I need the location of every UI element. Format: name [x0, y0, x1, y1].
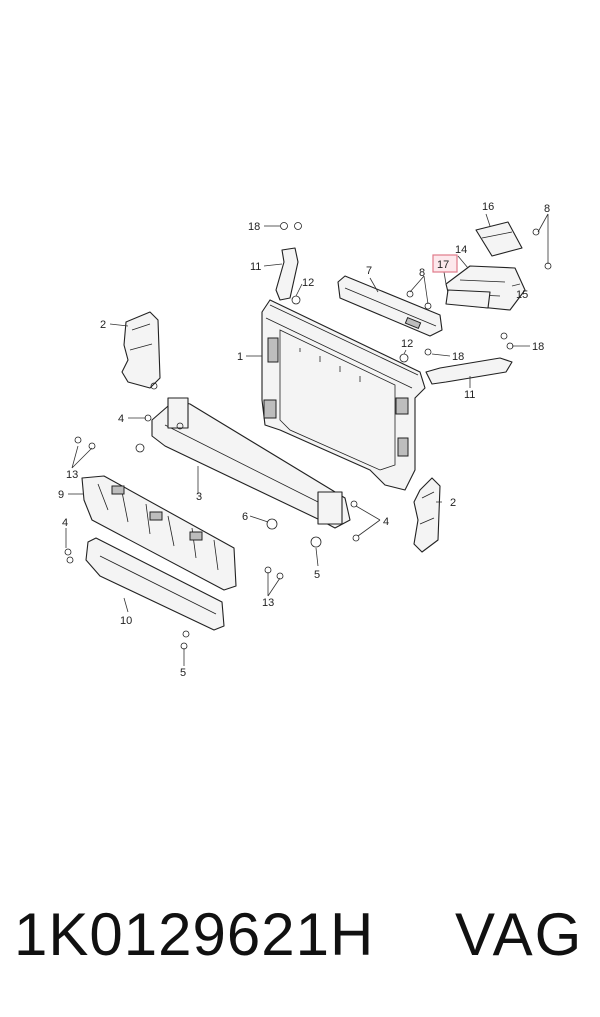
callout-18: 18 — [452, 351, 464, 363]
part-10-deflector — [85, 537, 225, 631]
part-3-reinforcement — [151, 397, 351, 529]
exploded-parts-diagram: 17 18 11 12 2 1 4 13 9 3 6 4 4 5 13 10 5… — [58, 201, 552, 679]
callout-4: 5 — [180, 667, 186, 679]
callout-2: 2 — [450, 497, 456, 509]
callout-18: 18 — [532, 341, 544, 353]
callout-17: 17 — [437, 259, 449, 271]
callout-17-highlight-box — [432, 254, 458, 273]
part-1-lock-carrier — [261, 299, 426, 491]
part-7-cross-member — [337, 275, 443, 337]
callout-7: 7 — [366, 265, 372, 277]
callout-16: 16 — [482, 201, 494, 213]
callout-6: 6 — [242, 511, 248, 523]
callout-4: 4 — [62, 517, 68, 529]
part-11-stay-right — [425, 357, 513, 385]
callout-labels: 17 18 11 12 2 1 4 13 9 3 6 4 4 5 13 10 5… — [58, 201, 550, 679]
callout-18: 18 — [248, 221, 260, 233]
callout-5: 5 — [314, 569, 320, 581]
callout-13: 13 — [66, 469, 78, 481]
brand-label: VAG — [455, 901, 584, 968]
callout-4: 4 — [118, 413, 124, 425]
part-2-bracket-right — [413, 477, 441, 553]
part-16-air-guide — [475, 221, 523, 257]
callout-2: 2 — [100, 319, 106, 331]
part-2-bracket-left — [121, 311, 161, 390]
part-14-air-duct — [445, 265, 526, 311]
callout-10: 10 — [120, 615, 132, 627]
part-number: 1K0129621H — [14, 901, 375, 968]
callout-15: 15 — [516, 289, 528, 301]
callout-8: 8 — [544, 203, 550, 215]
callout-12: 12 — [302, 277, 314, 289]
callout-9: 9 — [58, 489, 64, 501]
part-11-stay-left — [275, 247, 299, 301]
callout-4: 4 — [383, 516, 389, 528]
part-9-grille — [81, 475, 237, 591]
callout-3: 3 — [196, 491, 202, 503]
callout-8: 8 — [419, 267, 425, 279]
callout-12: 12 — [401, 338, 413, 350]
leader-lines — [65, 213, 549, 666]
callout-1: 1 — [237, 351, 243, 363]
callout-13: 13 — [262, 597, 274, 609]
callout-11: 11 — [250, 261, 261, 273]
footer: 1K0129621H VAG — [0, 890, 600, 990]
callout-11: 11 — [464, 389, 475, 401]
callout-14: 14 — [455, 244, 467, 256]
